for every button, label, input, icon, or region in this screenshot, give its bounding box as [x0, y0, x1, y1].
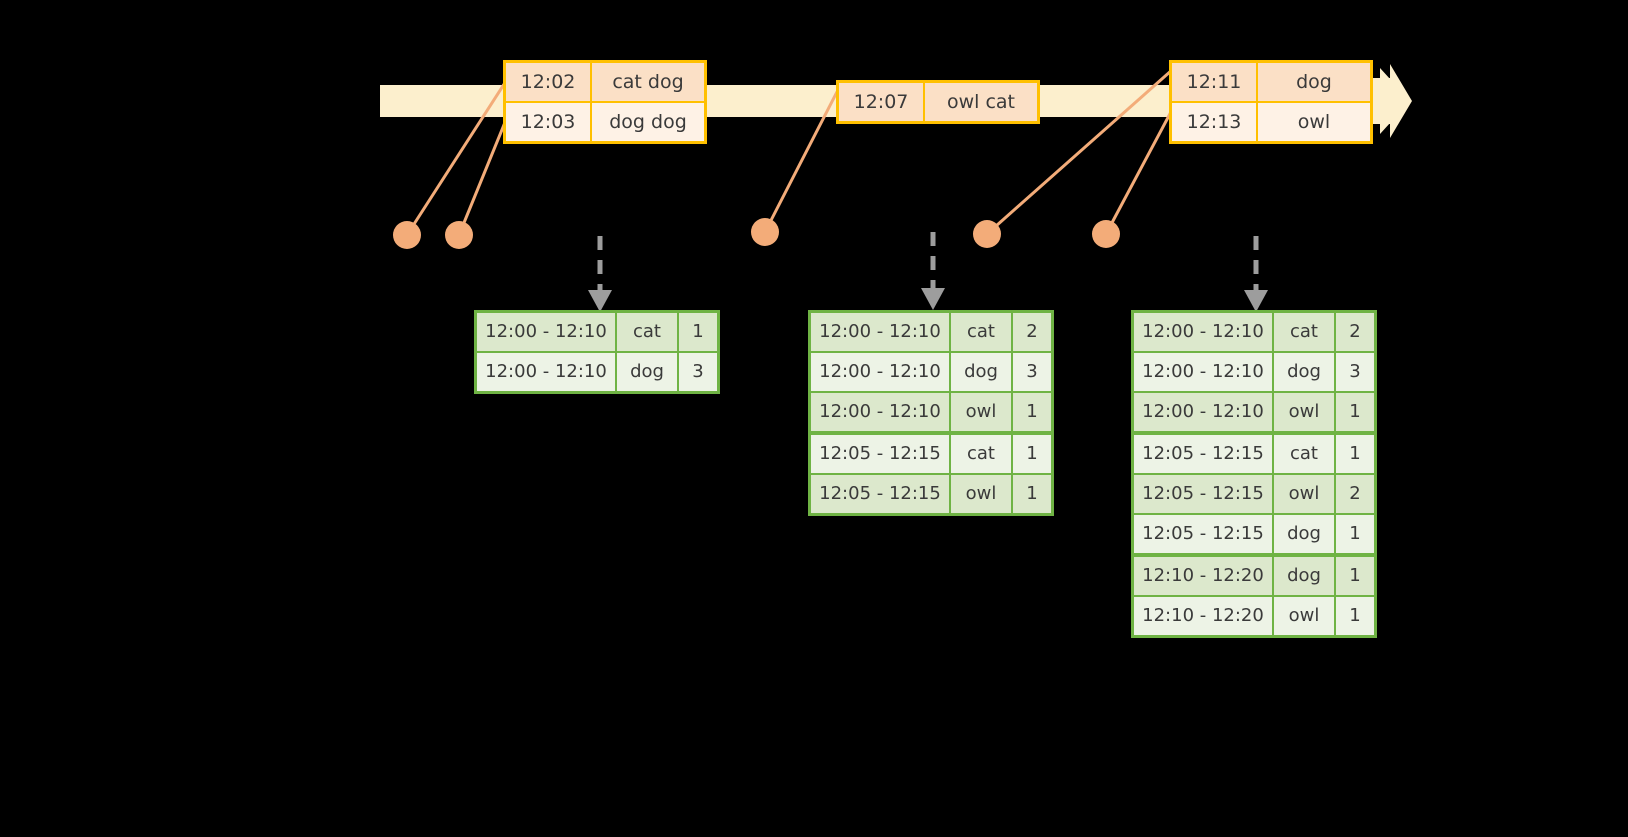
- word-cell: cat: [617, 313, 679, 351]
- window-cell: 12:10 - 12:20: [1134, 597, 1274, 635]
- word-cell: dog: [617, 353, 679, 391]
- window-cell: 12:00 - 12:10: [811, 353, 951, 391]
- event-time: 12:13: [1172, 103, 1258, 141]
- window-cell: 12:00 - 12:10: [1134, 353, 1274, 391]
- count-cell: 2: [1349, 483, 1361, 504]
- result-table-1[interactable]: 12:00 - 12:10 cat 1 12:00 - 12:10 dog 3: [474, 310, 720, 394]
- count-cell: 1: [1026, 401, 1038, 422]
- event-row[interactable]: 12:02 cat dog: [506, 63, 704, 101]
- event-words: dog: [1296, 71, 1332, 93]
- marker-dot-2: [445, 221, 473, 249]
- count-cell: 1: [692, 321, 704, 342]
- event-group-3[interactable]: 12:11 dog 12:13 owl: [1169, 60, 1373, 144]
- count-cell: 1: [1349, 401, 1361, 422]
- table-row[interactable]: 12:05 - 12:15 owl 1: [811, 473, 1051, 513]
- window-cell: 12:05 - 12:15: [1134, 435, 1274, 473]
- count-cell: 3: [1349, 361, 1361, 382]
- window-cell: 12:00 - 12:10: [1134, 313, 1274, 351]
- dashed-arrow-head-3: [1244, 290, 1268, 312]
- event-time: 12:07: [839, 83, 925, 121]
- marker-dot-1: [393, 221, 421, 249]
- window-cell: 12:00 - 12:10: [477, 353, 617, 391]
- word-cell: cat: [951, 435, 1013, 473]
- dashed-arrow-head-2: [921, 288, 945, 310]
- count-cell: 1: [1026, 443, 1038, 464]
- count-cell: 3: [692, 361, 704, 382]
- result-table-3[interactable]: 12:00 - 12:10 cat 2 12:00 - 12:10 dog 3 …: [1131, 310, 1377, 638]
- table-row[interactable]: 12:00 - 12:10 dog 3: [811, 351, 1051, 391]
- window-cell: 12:05 - 12:15: [1134, 475, 1274, 513]
- window-cell: 12:05 - 12:15: [1134, 515, 1274, 553]
- count-cell: 1: [1349, 443, 1361, 464]
- word-cell: owl: [951, 393, 1013, 431]
- word-cell: cat: [951, 313, 1013, 351]
- word-cell: owl: [951, 475, 1013, 513]
- table-row[interactable]: 12:00 - 12:10 cat 2: [811, 313, 1051, 351]
- marker-dot-5: [1092, 220, 1120, 248]
- count-cell: 1: [1349, 605, 1361, 626]
- timeline-arrowhead: [1370, 68, 1410, 134]
- connector-line-5: [1104, 109, 1174, 235]
- count-cell: 1: [1349, 523, 1361, 544]
- table-row[interactable]: 12:10 - 12:20 owl 1: [1134, 595, 1374, 635]
- word-cell: cat: [1274, 313, 1336, 351]
- marker-dot-3: [751, 218, 779, 246]
- dashed-arrow-head-1: [588, 290, 612, 312]
- event-time: 12:11: [1172, 63, 1258, 101]
- count-cell: 1: [1026, 483, 1038, 504]
- count-cell: 2: [1026, 321, 1038, 342]
- window-cell: 12:00 - 12:10: [477, 313, 617, 351]
- event-words: cat dog: [612, 71, 684, 93]
- window-cell: 12:00 - 12:10: [811, 393, 951, 431]
- event-row[interactable]: 12:11 dog: [1172, 63, 1370, 101]
- window-cell: 12:00 - 12:10: [1134, 393, 1274, 431]
- result-table-2[interactable]: 12:00 - 12:10 cat 2 12:00 - 12:10 dog 3 …: [808, 310, 1054, 516]
- word-cell: dog: [1274, 353, 1336, 391]
- event-words: owl: [1297, 111, 1331, 133]
- word-cell: dog: [1274, 515, 1336, 553]
- count-cell: 1: [1349, 565, 1361, 586]
- timeline-arrowhead-solid: [1368, 64, 1412, 138]
- connector-line-1: [405, 77, 510, 236]
- event-words: dog dog: [609, 111, 687, 133]
- event-row[interactable]: 12:07 owl cat: [839, 83, 1037, 121]
- table-row[interactable]: 12:10 - 12:20 dog 1: [1134, 553, 1374, 595]
- word-cell: owl: [1274, 475, 1336, 513]
- marker-dot-4: [973, 220, 1001, 248]
- word-cell: owl: [1274, 393, 1336, 431]
- table-row[interactable]: 12:05 - 12:15 cat 1: [811, 431, 1051, 473]
- word-cell: cat: [1274, 435, 1336, 473]
- table-row[interactable]: 12:00 - 12:10 cat 2: [1134, 313, 1374, 351]
- count-cell: 3: [1026, 361, 1038, 382]
- window-cell: 12:05 - 12:15: [811, 435, 951, 473]
- event-time: 12:03: [506, 103, 592, 141]
- table-row[interactable]: 12:05 - 12:15 dog 1: [1134, 513, 1374, 553]
- connector-line-2: [457, 114, 510, 236]
- word-cell: dog: [951, 353, 1013, 391]
- connector-line-3: [763, 85, 842, 233]
- window-cell: 12:05 - 12:15: [811, 475, 951, 513]
- table-row[interactable]: 12:05 - 12:15 owl 2: [1134, 473, 1374, 513]
- word-cell: owl: [1274, 597, 1336, 635]
- table-row[interactable]: 12:00 - 12:10 dog 3: [1134, 351, 1374, 391]
- event-row[interactable]: 12:13 owl: [1172, 101, 1370, 141]
- table-row[interactable]: 12:00 - 12:10 cat 1: [477, 313, 717, 351]
- table-row[interactable]: 12:05 - 12:15 cat 1: [1134, 431, 1374, 473]
- table-row[interactable]: 12:00 - 12:10 owl 1: [1134, 391, 1374, 431]
- event-group-2[interactable]: 12:07 owl cat: [836, 80, 1040, 124]
- word-cell: dog: [1274, 557, 1336, 595]
- window-cell: 12:00 - 12:10: [811, 313, 951, 351]
- count-cell: 2: [1349, 321, 1361, 342]
- table-row[interactable]: 12:00 - 12:10 dog 3: [477, 351, 717, 391]
- event-row[interactable]: 12:03 dog dog: [506, 101, 704, 141]
- event-words: owl cat: [946, 91, 1016, 113]
- event-group-1[interactable]: 12:02 cat dog 12:03 dog dog: [503, 60, 707, 144]
- event-time: 12:02: [506, 63, 592, 101]
- window-cell: 12:10 - 12:20: [1134, 557, 1274, 595]
- table-row[interactable]: 12:00 - 12:10 owl 1: [811, 391, 1051, 431]
